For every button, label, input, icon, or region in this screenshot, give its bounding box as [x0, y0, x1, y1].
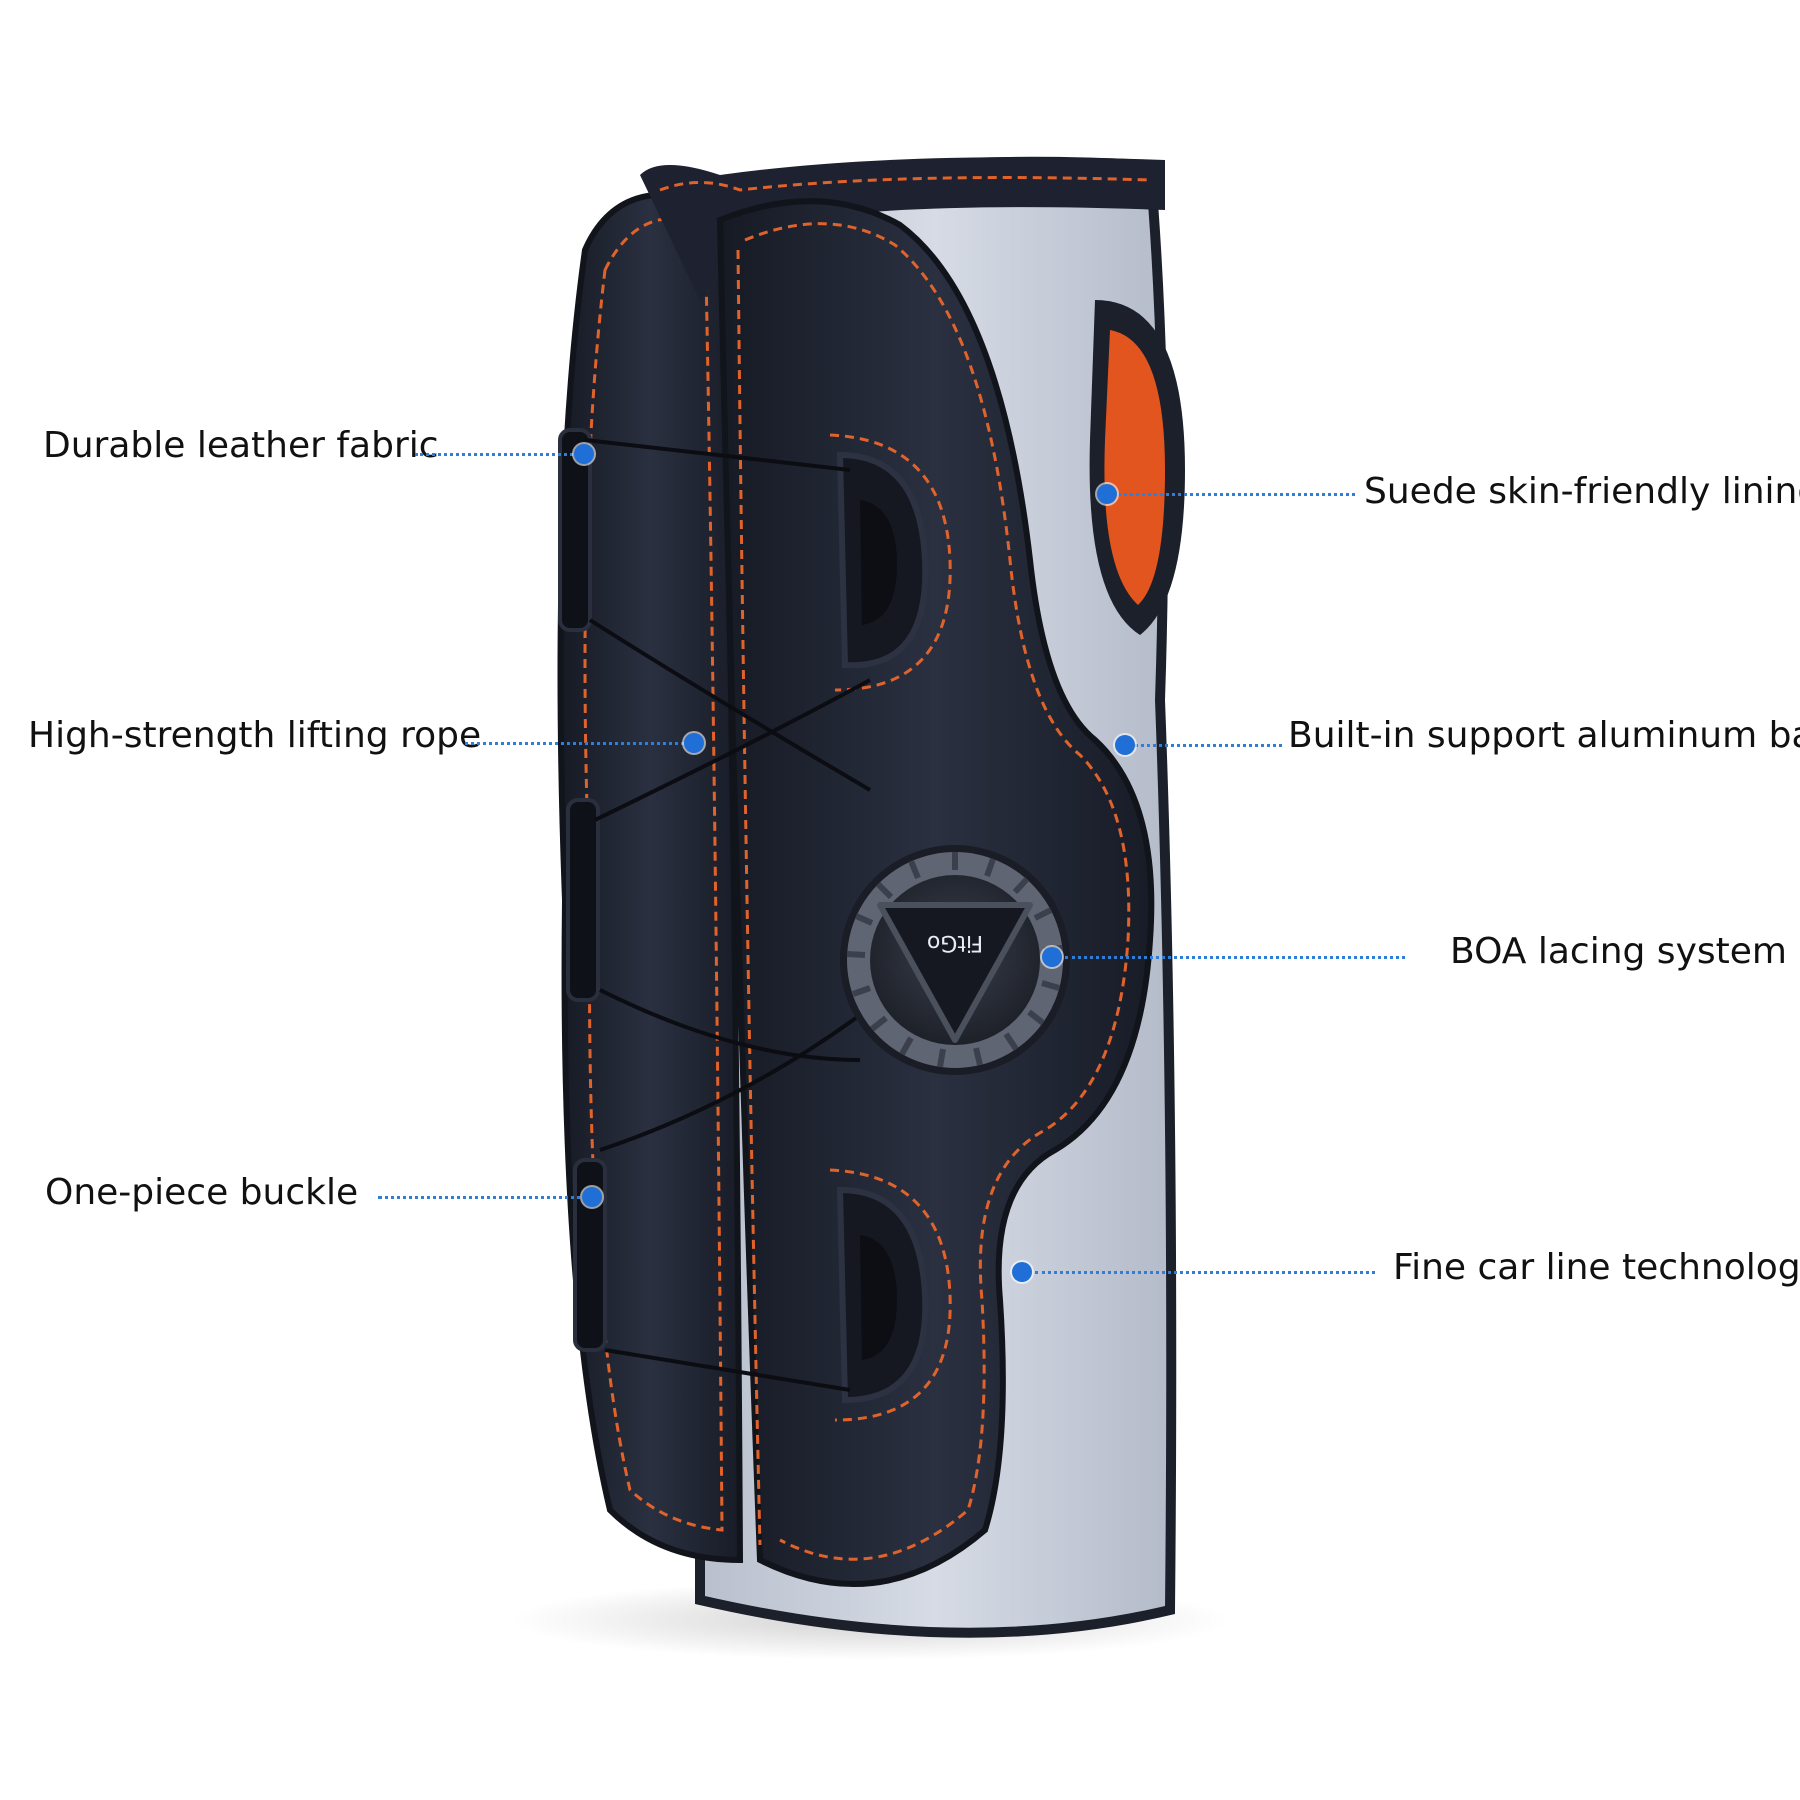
lacing-rope — [584, 438, 882, 1392]
leader-suede-lining — [1112, 493, 1355, 496]
callout-boa-system: BOA lacing system — [1450, 931, 1787, 972]
left-stitching — [583, 216, 724, 1532]
leader-aluminum-bar — [1130, 744, 1282, 747]
boa-dial: FitGo — [840, 845, 1070, 1075]
lower-d-ring-stitch — [829, 1168, 952, 1422]
leader-boa-system — [1065, 956, 1405, 959]
left-buckle-top — [558, 428, 592, 632]
dot-suede-lining — [1097, 484, 1117, 504]
dot-car-line — [1012, 1262, 1032, 1282]
dot-buckle — [582, 1187, 602, 1207]
dot-boa-system — [1042, 947, 1062, 967]
leader-lifting-rope — [465, 742, 690, 745]
callout-lifting-rope: High-strength lifting rope — [28, 715, 482, 756]
dot-lifting-rope — [684, 733, 704, 753]
suede-lining — [1104, 330, 1165, 605]
top-strap-stitching — [659, 176, 1151, 192]
callout-suede-lining: Suede skin-friendly lining — [1364, 471, 1800, 512]
dial-triangle — [877, 902, 1033, 1043]
front-stitching — [744, 222, 1131, 1561]
left-buckle-middle — [566, 798, 600, 1002]
dial-brand: FitGo — [927, 930, 983, 955]
top-strap — [640, 157, 1165, 300]
upper-d-ring-hole — [860, 500, 898, 625]
lower-d-ring-hole — [860, 1235, 898, 1360]
upper-d-ring-stitch — [829, 433, 952, 692]
left-buckle-bottom — [573, 1158, 607, 1352]
callout-car-line: Fine car line technology — [1393, 1247, 1800, 1288]
leader-buckle — [378, 1196, 588, 1199]
leader-car-line — [1035, 1271, 1375, 1274]
dot-aluminum-bar — [1115, 735, 1135, 755]
dot-durable-leather — [574, 444, 594, 464]
callout-aluminum-bar: Built-in support aluminum bar — [1288, 715, 1800, 756]
leader-durable-leather — [415, 453, 585, 456]
callout-buckle: One-piece buckle — [45, 1172, 359, 1213]
callout-durable-leather: Durable leather fabric — [43, 425, 439, 466]
front-inner-stitching — [736, 249, 762, 1546]
